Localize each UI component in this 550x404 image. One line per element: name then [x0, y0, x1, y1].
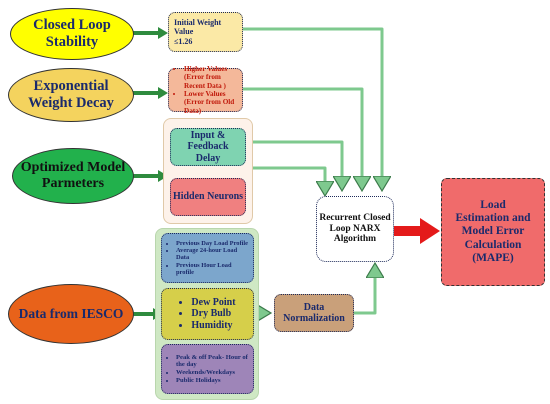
input-feedback-delay-box: Input & Feedback Delay [170, 128, 246, 166]
closed-loop-stability-node: Closed Loop Stability [10, 8, 134, 60]
weight-decay-list: Higher Values (Error from Recent Data ) … [172, 65, 239, 115]
weather-list: Dew Point Dry Bulb Humidity [179, 297, 235, 332]
narx-algorithm-box: Recurrent Closed Loop NARX Algorithm [316, 196, 394, 262]
load-item-1: Average 24-hour Load Data [176, 247, 251, 262]
data-normalization-box: Data Normalization [274, 294, 354, 332]
time-item-1: Weekends/Weekdays [176, 369, 251, 377]
load-item-2: Previous Hour Load profile [176, 262, 251, 277]
weather-item-1: Dry Bulb [191, 308, 235, 320]
arrow-initial-weight [243, 27, 382, 188]
arrow-output [394, 218, 440, 244]
load-estimation-output-box: Load Estimation and Model Error Calculat… [441, 178, 545, 286]
lower-values-item: Lower Values (Error from Old Data) [184, 90, 239, 115]
time-factors-list: Peak & off Peak- Hour of the day Weekend… [164, 354, 251, 384]
hidden-neurons-box: Hidden Neurons [170, 178, 246, 216]
ellipse-to-param-arrows [132, 31, 160, 316]
arrow-normalization [354, 266, 375, 315]
data-from-iesco-node: Data from IESCO [8, 284, 134, 344]
load-item-0: Previous Day Load Profile [176, 240, 251, 247]
arrow-neurons [250, 166, 325, 193]
higher-values-item: Higher Values (Error from Recent Data ) [184, 65, 239, 90]
load-profile-box: Previous Day Load Profile Average 24-hou… [161, 233, 254, 283]
arrow-decay [243, 87, 362, 188]
time-item-0: Peak & off Peak- Hour of the day [176, 354, 251, 369]
weather-item-0: Dew Point [191, 297, 235, 309]
time-factors-box: Peak & off Peak- Hour of the day Weekend… [161, 344, 254, 394]
weight-decay-box: Higher Values (Error from Recent Data ) … [168, 65, 243, 115]
time-item-2: Public Holidays [176, 377, 251, 385]
weather-box: Dew Point Dry Bulb Humidity [161, 288, 254, 340]
load-profile-list: Previous Day Load Profile Average 24-hou… [164, 240, 251, 277]
exponential-weight-decay-node: Exponential Weight Decay [8, 68, 134, 122]
optimized-model-parameters-node: Optimized Model Parmeters [12, 148, 134, 204]
weather-item-2: Humidity [191, 320, 235, 332]
initial-weight-box: Initial Weight Value ≤1.26 [168, 12, 243, 52]
arrow-delay [250, 140, 342, 188]
